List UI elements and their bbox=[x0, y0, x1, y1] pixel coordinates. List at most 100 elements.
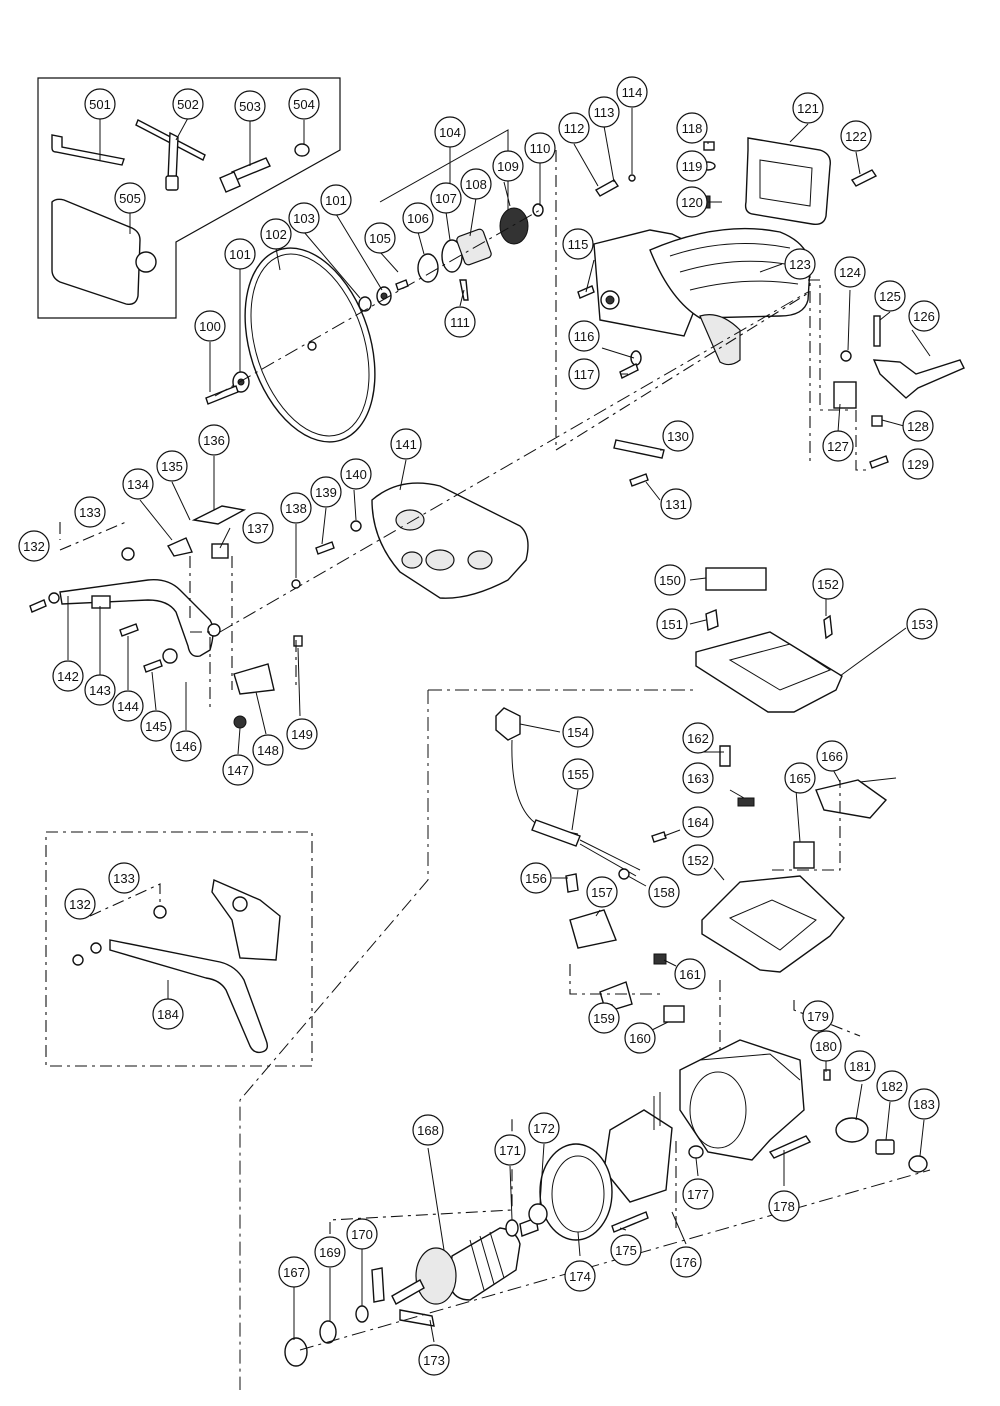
armature-small-parts bbox=[284, 1219, 519, 1367]
part-number-label: 117 bbox=[574, 367, 595, 382]
callout-circle bbox=[74, 496, 106, 528]
callout-circle bbox=[624, 1022, 656, 1054]
part-number-label: 163 bbox=[687, 771, 709, 786]
part-callout-175: 175 bbox=[610, 1234, 642, 1266]
part-callout-138: 138 bbox=[280, 492, 312, 524]
part-callout-163: 163 bbox=[682, 762, 714, 794]
part-number-label: 132 bbox=[23, 539, 45, 554]
callout-circle bbox=[444, 306, 476, 338]
part-number-label: 181 bbox=[849, 1059, 871, 1074]
part-callout-122: 122 bbox=[840, 120, 872, 152]
part-callout-176: 176 bbox=[670, 1246, 702, 1278]
callout-circle bbox=[812, 568, 844, 600]
callout-circle bbox=[906, 608, 938, 640]
callout-circle bbox=[586, 876, 618, 908]
callout-circle bbox=[152, 998, 184, 1030]
part-number-label: 138 bbox=[285, 501, 307, 516]
part-number-label: 102 bbox=[265, 227, 287, 242]
callout-circle bbox=[224, 238, 256, 270]
callout-circle bbox=[528, 1112, 560, 1144]
callout-circle bbox=[674, 958, 706, 990]
callout-circle bbox=[562, 758, 594, 790]
part-callout-132: 132 bbox=[18, 530, 50, 562]
part-number-label: 178 bbox=[773, 1199, 795, 1214]
part-callout-129: 129 bbox=[902, 448, 934, 480]
part-callout-145: 145 bbox=[140, 710, 172, 742]
part-number-label: 171 bbox=[499, 1143, 521, 1158]
callout-circle bbox=[908, 1088, 940, 1120]
part-number-label: 150 bbox=[659, 573, 681, 588]
part-number-label: 140 bbox=[345, 467, 367, 482]
callout-circle bbox=[108, 862, 140, 894]
part-number-label: 142 bbox=[57, 669, 79, 684]
part-number-label: 174 bbox=[569, 1269, 591, 1284]
part-number-label: 155 bbox=[567, 767, 589, 782]
callout-circle bbox=[234, 90, 266, 122]
callout-circle bbox=[676, 150, 708, 182]
part-number-label: 154 bbox=[567, 725, 589, 740]
part-number-label: 505 bbox=[119, 191, 141, 206]
callout-circle bbox=[288, 88, 320, 120]
part-callout-127: 127 bbox=[822, 430, 854, 462]
callout-circle bbox=[194, 310, 226, 342]
part-number-label: 152 bbox=[817, 577, 839, 592]
part-callout-124: 124 bbox=[834, 256, 866, 288]
part-callout-126: 126 bbox=[908, 300, 940, 332]
part-callout-130: 130 bbox=[662, 420, 694, 452]
lower-guard bbox=[371, 482, 529, 599]
part-callout-171: 171 bbox=[494, 1134, 526, 1166]
part-callout-177: 177 bbox=[682, 1178, 714, 1210]
part-number-label: 109 bbox=[497, 159, 519, 174]
dust-bag-505 bbox=[51, 198, 157, 306]
part-callout-152: 152 bbox=[682, 844, 714, 876]
part-callout-181: 181 bbox=[844, 1050, 876, 1082]
part-number-label: 144 bbox=[117, 699, 139, 714]
callout-circle bbox=[876, 1070, 908, 1102]
part-number-label: 152 bbox=[687, 853, 709, 868]
part-number-label: 101 bbox=[229, 247, 251, 262]
callout-circle bbox=[682, 1178, 714, 1210]
part-callout-169: 169 bbox=[314, 1236, 346, 1268]
part-number-label: 136 bbox=[203, 433, 225, 448]
callout-circle bbox=[520, 862, 552, 894]
part-number-label: 184 bbox=[157, 1007, 179, 1022]
part-number-label: 162 bbox=[687, 731, 709, 746]
callout-circle bbox=[588, 96, 620, 128]
part-callout-155: 155 bbox=[562, 758, 594, 790]
link-plate bbox=[59, 579, 214, 657]
callout-circle bbox=[84, 674, 116, 706]
part-number-label: 121 bbox=[797, 101, 819, 116]
part-number-label: 131 bbox=[665, 497, 687, 512]
callout-circle bbox=[494, 1134, 526, 1166]
part-callout-104: 104 bbox=[434, 116, 466, 148]
callout-circle bbox=[524, 132, 556, 164]
callout-circle bbox=[564, 1260, 596, 1292]
part-number-label: 503 bbox=[239, 99, 261, 114]
part-callout-143: 143 bbox=[84, 674, 116, 706]
part-callout-131: 131 bbox=[660, 488, 692, 520]
part-number-label: 103 bbox=[293, 211, 315, 226]
callout-circle bbox=[286, 718, 318, 750]
part-callout-166: 166 bbox=[816, 740, 848, 772]
part-callout-103: 103 bbox=[288, 202, 320, 234]
part-number-label: 180 bbox=[815, 1039, 837, 1054]
callout-circle bbox=[568, 320, 600, 352]
part-callout-100: 100 bbox=[194, 310, 226, 342]
part-callout-504: 504 bbox=[288, 88, 320, 120]
callout-circle bbox=[908, 300, 940, 332]
part-callout-115: 115 bbox=[562, 228, 594, 260]
link-small-parts bbox=[29, 505, 362, 729]
part-callout-149: 149 bbox=[286, 718, 318, 750]
callout-circle bbox=[222, 754, 254, 786]
callout-circle bbox=[170, 730, 202, 762]
callout-circle bbox=[784, 762, 816, 794]
switch-parts bbox=[565, 745, 897, 1023]
callout-circle bbox=[816, 740, 848, 772]
part-callout-146: 146 bbox=[170, 730, 202, 762]
part-number-label: 111 bbox=[450, 315, 470, 330]
part-callout-182: 182 bbox=[876, 1070, 908, 1102]
callout-circle bbox=[682, 762, 714, 794]
callout-circle bbox=[280, 492, 312, 524]
screw-122 bbox=[850, 169, 878, 187]
callout-circle bbox=[670, 1246, 702, 1278]
